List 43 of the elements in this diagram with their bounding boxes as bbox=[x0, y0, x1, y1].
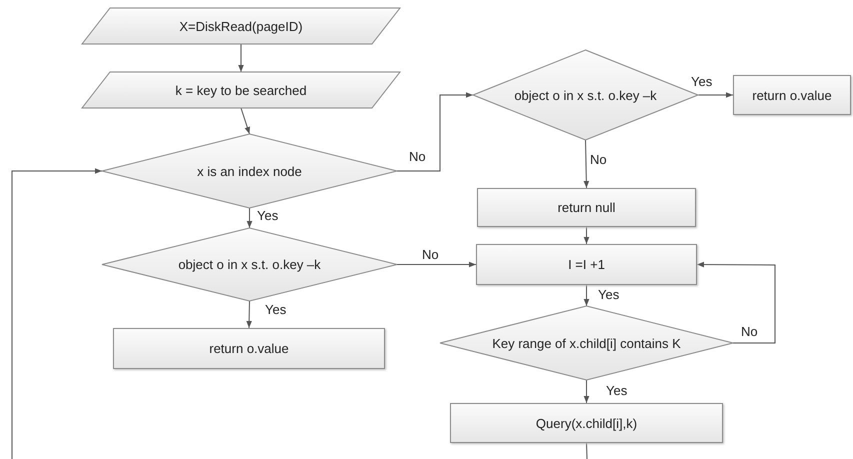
arrow bbox=[698, 92, 734, 98]
arrow bbox=[584, 284, 590, 306]
node-text: object o in x s.t. o.key –k bbox=[178, 257, 321, 272]
arrow bbox=[396, 262, 476, 268]
arrow bbox=[246, 300, 252, 328]
arrow bbox=[584, 140, 590, 188]
arrow bbox=[584, 226, 590, 244]
edge-label: Yes bbox=[264, 303, 288, 317]
node-text: k = key to be searched bbox=[175, 82, 307, 98]
arrow bbox=[696, 262, 776, 344]
edge-label: Yes bbox=[256, 209, 280, 223]
node-text: X=DiskRead(pageID) bbox=[179, 18, 303, 34]
decision-diamond bbox=[102, 228, 397, 301]
node-text: Query(x.child[i],k) bbox=[536, 416, 638, 430]
edge-label: No bbox=[740, 325, 759, 339]
edge-label: No bbox=[408, 150, 427, 164]
process-box bbox=[476, 244, 697, 285]
arrow bbox=[238, 44, 244, 72]
process-box bbox=[733, 75, 851, 115]
node-text: return o.value bbox=[209, 341, 289, 356]
arrow bbox=[240, 108, 250, 134]
node-text: object o in x s.t. o.key –k bbox=[514, 88, 657, 102]
input-parallelogram bbox=[82, 8, 400, 44]
arrow bbox=[396, 92, 474, 172]
decision-diamond bbox=[102, 134, 397, 208]
input-parallelogram bbox=[82, 72, 400, 108]
node-text: x is an index node bbox=[197, 164, 302, 178]
edge-label: Yes bbox=[690, 75, 714, 89]
edge-label: No bbox=[589, 153, 608, 167]
node-text: return null bbox=[558, 200, 616, 215]
edge-label: Yes bbox=[605, 384, 628, 398]
node-text: I =I +1 bbox=[568, 257, 605, 272]
edge-label: Yes bbox=[597, 288, 620, 302]
edge-label: No bbox=[421, 248, 440, 262]
process-box bbox=[113, 328, 385, 369]
arrow bbox=[246, 208, 252, 228]
node-text: return o.value bbox=[752, 88, 832, 102]
process-box bbox=[450, 403, 723, 443]
node-text: Key range of x.child[i] contains K bbox=[492, 336, 681, 350]
arrow bbox=[12, 168, 102, 459]
arrow bbox=[584, 380, 590, 404]
decision-diamond bbox=[440, 306, 733, 380]
process-box bbox=[477, 188, 696, 227]
